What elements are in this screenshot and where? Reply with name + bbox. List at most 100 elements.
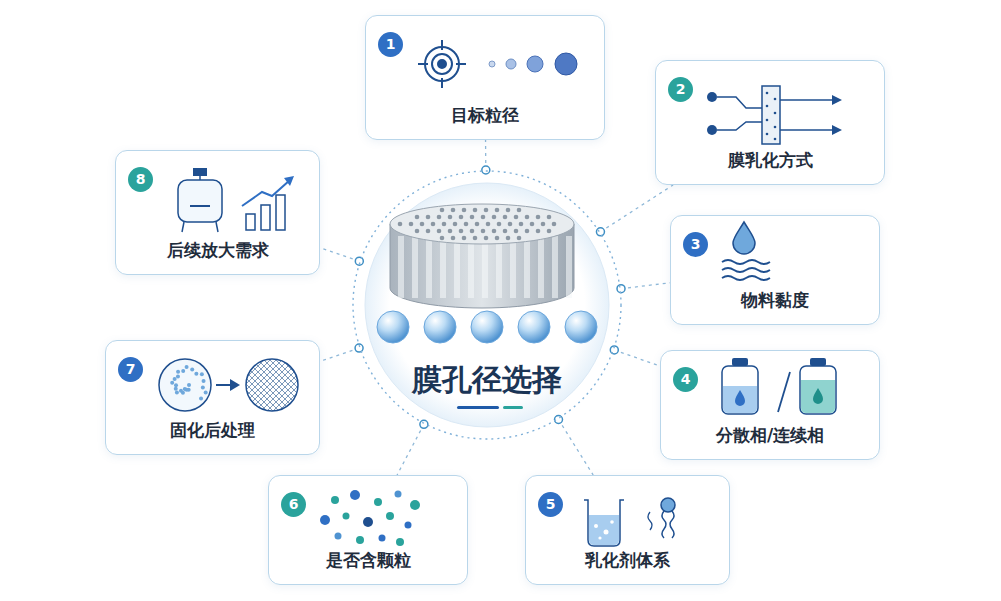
circle-outline <box>352 170 622 440</box>
connector-group <box>617 283 670 293</box>
membrane-illustration-part-part <box>451 208 456 213</box>
factor-label: 目标粒径 <box>366 104 604 127</box>
target-icon-part <box>441 78 443 88</box>
membrane-illustration-part-part <box>497 222 502 227</box>
particles-icon-part <box>386 512 394 520</box>
membrane-illustration-part-part <box>451 236 456 241</box>
membrane-illustration-part-part <box>536 229 541 234</box>
curing-icon-part-part <box>181 369 185 373</box>
membrane-illustration-part-part <box>459 215 464 220</box>
membrane-illustration-part-part <box>409 222 414 227</box>
factor-box: 3物料黏度 <box>670 215 880 325</box>
membrane-illustration-part-part <box>442 222 447 227</box>
callout-number: 2 <box>668 77 693 102</box>
membrane-illustration-part-part <box>426 236 432 298</box>
connector-group <box>555 416 594 475</box>
particles-icon <box>320 490 420 546</box>
curing-icon-part-part <box>190 368 194 372</box>
membrane-illustration-part-part <box>481 229 486 234</box>
membrane-illustration-part-part <box>453 222 458 227</box>
curing-icon-part-part <box>174 387 178 391</box>
factor-label: 膜乳化方式 <box>656 149 884 172</box>
membrane-illustration-part-part <box>517 236 522 241</box>
dotted-ring <box>353 171 621 439</box>
membrane-illustration-part-part <box>495 208 500 213</box>
membrane-illustration-part-part <box>473 236 478 241</box>
membrane-illustration-part-part <box>431 222 436 227</box>
membrane-illustration-part-part <box>415 229 420 234</box>
membrane-illustration-part-part <box>538 236 544 298</box>
target-icon <box>418 40 466 88</box>
particles-icon-part <box>320 515 330 525</box>
dashed-connector <box>320 348 359 361</box>
membrane-illustration-part-part <box>468 236 474 298</box>
droplets-part <box>518 311 550 343</box>
factor-box: 1 目标粒径 <box>365 15 605 140</box>
ring-dot <box>555 416 563 424</box>
emulsification-icon-part <box>717 122 762 130</box>
title-underline <box>457 406 523 409</box>
dashed-connector <box>397 424 424 475</box>
curing-icon-part-part <box>179 389 183 393</box>
membrane-illustration-part-part <box>440 236 446 298</box>
dashed-connector <box>621 283 670 289</box>
membrane-illustration-part-part <box>473 208 478 213</box>
droplets-part <box>424 311 456 343</box>
membrane-illustration-part-part <box>496 236 502 298</box>
emulsification-icon-part <box>780 99 834 101</box>
membrane-illustration-part-part <box>514 215 519 220</box>
particles-icon-part <box>343 513 350 520</box>
curing-icon-part-part <box>199 397 203 401</box>
membrane-illustration-part-part <box>398 222 403 227</box>
emulsification-icon-part <box>832 95 842 105</box>
curing-icon-part-part <box>187 383 191 387</box>
membrane-illustration-part <box>398 236 572 298</box>
emulsification-icon-part <box>707 125 717 135</box>
particles-icon-part <box>350 490 360 500</box>
membrane-illustration-part-part <box>566 236 572 298</box>
membrane-illustration-part-part <box>426 215 431 220</box>
membrane-illustration-part-part <box>464 222 469 227</box>
membrane-illustration-part-part <box>440 208 445 213</box>
emulsification-icon-part-part <box>766 92 769 95</box>
membrane-illustration-part-part <box>420 222 425 227</box>
membrane-illustration-part-part <box>448 215 453 220</box>
curing-icon-part-part <box>175 390 179 394</box>
phase-bottles-icon-part <box>732 358 748 366</box>
phase-bottles-icon-part <box>810 358 826 366</box>
emulsification-icon-part-part <box>774 126 777 129</box>
emulsification-icon-part-part <box>766 105 769 108</box>
particles-icon-part <box>356 536 364 544</box>
connector-group <box>320 344 363 361</box>
emulsification-icon-part <box>717 97 762 108</box>
membrane-illustration-part-part <box>492 215 497 220</box>
curing-icon-part-part <box>185 365 189 369</box>
factor-label: 是否含颗粒 <box>269 549 467 572</box>
size-dots-part <box>506 59 516 69</box>
curing-icon-part-part <box>202 379 206 383</box>
membrane-illustration-part-part <box>552 236 558 298</box>
surfactant-icon-part <box>584 500 624 546</box>
membrane-illustration-part-part <box>470 229 475 234</box>
membrane-illustration-part-part <box>475 222 480 227</box>
ring-dot <box>420 420 428 428</box>
connector-group <box>596 185 673 236</box>
surfactant-icon <box>584 498 675 546</box>
phase-bottles-icon-part <box>800 366 836 414</box>
curing-icon-part-part <box>200 372 204 376</box>
membrane-illustration-part-part <box>525 229 530 234</box>
particles-icon-part <box>379 535 386 542</box>
membrane-illustration-part-part <box>510 236 516 298</box>
connector-group <box>397 420 428 475</box>
callout-number: 1 <box>378 32 403 57</box>
emulsification-icon-part <box>707 92 717 102</box>
scale-up-icon-part <box>246 214 255 230</box>
phase-bottles-icon-part <box>801 380 835 413</box>
center-title: 膜孔径选择 <box>352 360 622 401</box>
viscosity-icon-part <box>722 260 770 264</box>
surfactant-icon-part <box>604 530 609 535</box>
scale-up-icon-part <box>261 205 270 230</box>
membrane-illustration-part-part <box>541 222 546 227</box>
callout-number: 3 <box>683 232 708 257</box>
